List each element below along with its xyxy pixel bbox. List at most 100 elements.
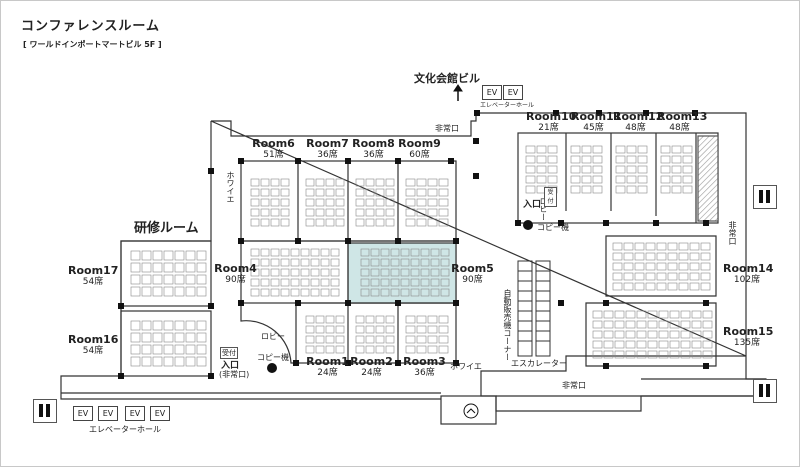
seat	[310, 268, 320, 277]
seat	[385, 325, 395, 334]
entrance-right-label[interactable]: 入口	[523, 200, 542, 210]
escalator-label: エスカレーター	[511, 359, 567, 368]
foyer-left-label: ホワイエ	[226, 171, 235, 203]
seat	[152, 262, 163, 273]
seat	[612, 252, 623, 261]
seat	[416, 335, 427, 344]
pillar	[238, 158, 244, 164]
seat	[645, 272, 656, 281]
ev-bottom-2: EV	[98, 406, 118, 421]
seat	[355, 178, 365, 187]
seat	[270, 188, 280, 197]
seat	[410, 258, 420, 267]
seat	[440, 258, 450, 267]
seat	[410, 248, 420, 257]
seat	[405, 315, 416, 324]
seat	[280, 188, 290, 197]
seat	[691, 350, 702, 359]
seat	[637, 175, 648, 184]
seat	[405, 198, 416, 207]
seat	[636, 320, 647, 329]
seat	[592, 350, 603, 359]
seat	[682, 155, 693, 164]
seat	[375, 335, 385, 344]
seat	[702, 350, 713, 359]
seat	[405, 335, 416, 344]
seat	[335, 218, 345, 227]
seat	[623, 272, 634, 281]
seat	[656, 272, 667, 281]
pillar	[395, 238, 401, 244]
seat	[185, 320, 196, 331]
seat	[152, 344, 163, 355]
seat	[430, 268, 440, 277]
seat	[667, 242, 678, 251]
foyer-bottom-label: ホワイエ	[450, 362, 482, 371]
seat	[141, 250, 152, 261]
seat	[592, 175, 603, 184]
seat	[335, 178, 345, 187]
seat	[320, 258, 330, 267]
seat	[645, 282, 656, 291]
entrance-left-label[interactable]: 入口	[221, 361, 240, 371]
seat	[625, 330, 636, 339]
pillar	[295, 158, 301, 164]
seat	[678, 242, 689, 251]
seat	[570, 175, 581, 184]
seat	[390, 248, 400, 257]
seat	[365, 335, 375, 344]
seat	[370, 278, 380, 287]
pillar	[553, 110, 559, 116]
seat	[375, 178, 385, 187]
reception-left: 受付	[220, 347, 238, 359]
seat	[360, 258, 370, 267]
seat	[658, 310, 669, 319]
elevator-hall-top-label: エレベーターホール	[480, 102, 535, 109]
seat	[536, 155, 547, 164]
seat	[581, 175, 592, 184]
copier-right-icon	[523, 220, 533, 230]
seat	[380, 248, 390, 257]
seat	[385, 315, 395, 324]
copier-right-label: コピー機	[537, 223, 569, 232]
seat	[647, 340, 658, 349]
seat	[196, 344, 207, 355]
seat	[330, 258, 340, 267]
seat	[355, 188, 365, 197]
seat	[682, 145, 693, 154]
seat	[185, 250, 196, 261]
seat	[416, 315, 427, 324]
seat	[658, 330, 669, 339]
seat	[260, 268, 270, 277]
seat	[280, 248, 290, 257]
seat	[355, 198, 365, 207]
seat	[385, 208, 395, 217]
seat	[581, 145, 592, 154]
seat	[438, 198, 449, 207]
pillar	[473, 173, 479, 179]
seat	[390, 288, 400, 297]
seat	[680, 350, 691, 359]
seat	[330, 288, 340, 297]
seat	[390, 278, 400, 287]
seat	[405, 188, 416, 197]
